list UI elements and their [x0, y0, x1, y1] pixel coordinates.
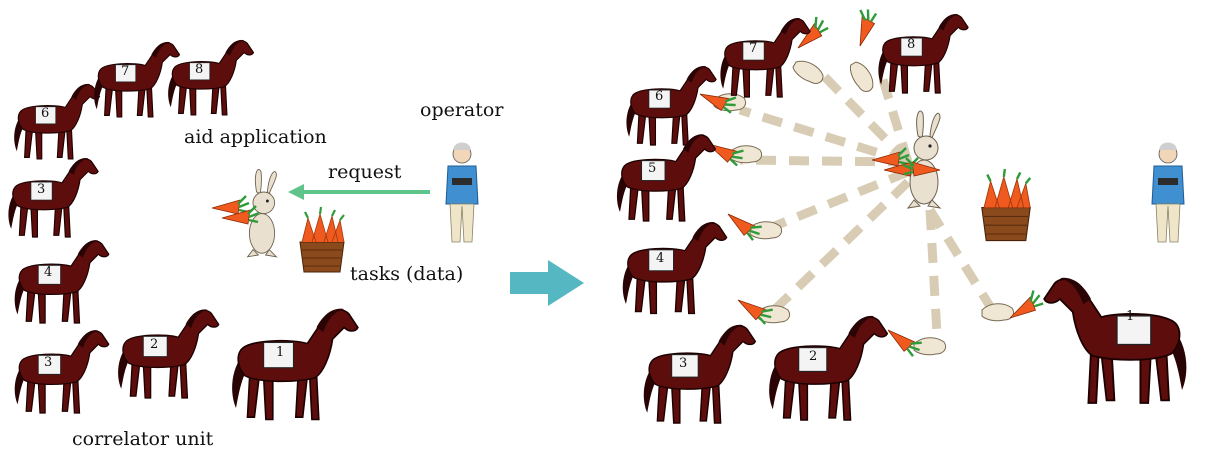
carrot-icon: [210, 194, 251, 216]
carrot-basket-icon: [980, 167, 1032, 242]
left-horse-6-number: 6: [41, 106, 49, 121]
rabbit-icon: [247, 169, 277, 258]
left-horse-6: [13, 83, 101, 160]
hand-icon: [981, 303, 1015, 322]
left-horse-5-number: 3: [37, 182, 45, 197]
hand-icon: [749, 221, 783, 240]
right-horse-3-number: 3: [679, 356, 687, 371]
operator-icon: [1151, 142, 1185, 243]
left-horse-2: [117, 308, 220, 399]
left-horse-5: [7, 157, 99, 238]
right-horse-5: [616, 133, 717, 222]
left-horse-1: [231, 307, 359, 421]
left-horse-3: [14, 329, 110, 414]
request-arrow: [288, 184, 430, 200]
left-horse-4: [14, 239, 110, 324]
transition-arrow: [510, 260, 584, 306]
left-horse-1-number: 1: [276, 345, 284, 360]
right-horse-1: [1043, 276, 1188, 404]
right-horse-6-number: 6: [655, 89, 663, 104]
right-horse-1-number: 1: [1126, 309, 1134, 324]
tasks-label: tasks (data): [350, 263, 464, 285]
right-horse-4: [622, 221, 728, 315]
right-horse-8: [877, 13, 969, 94]
left-horse-3-number: 3: [44, 355, 52, 370]
task-lines: [738, 68, 1000, 353]
hand-icon: [913, 337, 947, 356]
operator-icon: [445, 142, 479, 243]
right-horse-6: [625, 65, 717, 146]
right-horse-8-number: 8: [907, 37, 915, 52]
hand-icon: [729, 145, 763, 164]
left-horse-7-number: 7: [121, 64, 129, 79]
left-horse-4-number: 4: [44, 265, 52, 280]
right-horse-3: [643, 323, 757, 424]
correlator-unit-label: correlator unit: [72, 428, 214, 450]
carrot-icon: [847, 5, 880, 50]
right-horse-7-number: 7: [749, 41, 757, 56]
right-horse-2: [768, 315, 889, 421]
hand-icon: [846, 58, 878, 96]
left-horse-7: [93, 41, 181, 118]
rabbit-icon: [907, 110, 941, 209]
left-horse-2-number: 2: [150, 337, 158, 352]
operator-label: operator: [420, 99, 504, 121]
carrot-icon: [870, 146, 911, 168]
carrot-icon: [1002, 287, 1047, 325]
right-horse-4-number: 4: [656, 251, 664, 266]
left-horse-8-number: 8: [195, 62, 203, 77]
hand-icon: [790, 56, 827, 88]
aid-application-label: aid application: [184, 126, 327, 148]
right-horse-7: [719, 17, 811, 98]
left-horse-8: [167, 39, 255, 116]
right-horse-2-number: 2: [809, 349, 817, 364]
right-horse-5-number: 5: [648, 161, 656, 176]
request-label: request: [328, 161, 402, 183]
carrot-basket-icon: [298, 205, 346, 274]
